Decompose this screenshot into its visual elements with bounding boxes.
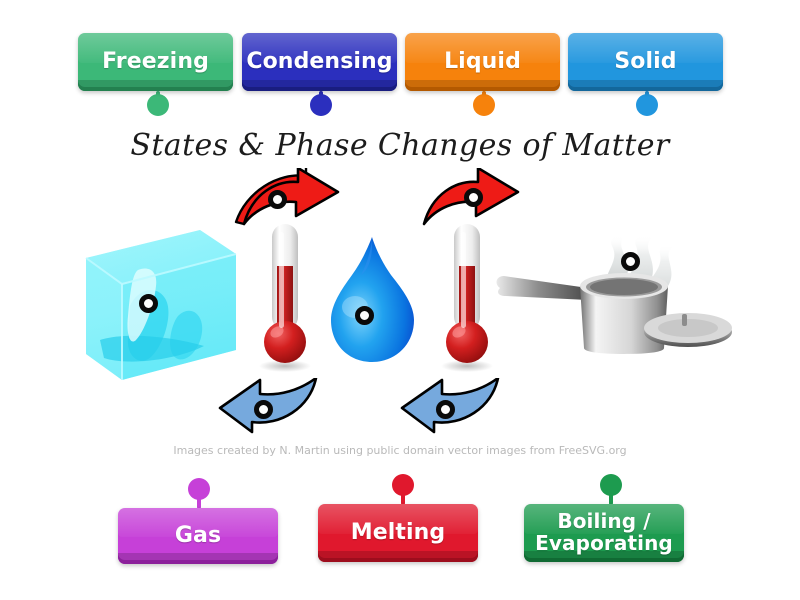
label-chip-text: Boiling /Evaporating bbox=[535, 509, 673, 555]
marker-arrow-blue-1[interactable] bbox=[254, 400, 273, 419]
steaming-pot-image[interactable] bbox=[492, 232, 732, 354]
marker-arrow-red-1[interactable] bbox=[268, 190, 287, 209]
label-chip-freezing[interactable]: Freezing bbox=[78, 33, 233, 91]
marker-water-drop[interactable] bbox=[355, 306, 374, 325]
label-chip-text: Melting bbox=[350, 520, 446, 546]
label-chip-liquid[interactable]: Liquid bbox=[405, 33, 560, 91]
thermometer-right-image[interactable] bbox=[432, 222, 502, 374]
pin-melting bbox=[392, 474, 414, 505]
pin-freezing bbox=[147, 91, 169, 116]
label-chip-condensing[interactable]: Condensing bbox=[242, 33, 397, 91]
pin-solid bbox=[636, 91, 658, 116]
pin-stem bbox=[156, 91, 160, 113]
marker-steam-pot[interactable] bbox=[621, 252, 640, 271]
pin-stem bbox=[319, 91, 323, 113]
pin-knob bbox=[147, 94, 169, 116]
label-chip-text: Liquid bbox=[444, 49, 521, 75]
marker-arrow-blue-2[interactable] bbox=[436, 400, 455, 419]
label-chip-gas[interactable]: Gas bbox=[118, 508, 278, 564]
label-chip-text: Solid bbox=[614, 49, 677, 75]
pin-stem bbox=[609, 477, 613, 505]
label-chip-text: Condensing bbox=[246, 49, 393, 75]
pin-liquid bbox=[473, 91, 495, 116]
label-chip-text: Freezing bbox=[102, 49, 209, 75]
thermometer-left-image[interactable] bbox=[250, 222, 320, 374]
ice-cube-image[interactable] bbox=[78, 228, 238, 380]
label-chip-solid[interactable]: Solid bbox=[568, 33, 723, 91]
marker-ice-cube[interactable] bbox=[139, 294, 158, 313]
pin-knob bbox=[188, 478, 210, 500]
pin-boiling-evaporating bbox=[600, 474, 622, 505]
arrow-red-left[interactable] bbox=[232, 168, 342, 230]
pin-stem bbox=[482, 91, 486, 113]
water-droplet-image[interactable] bbox=[325, 235, 420, 365]
label-chip-boiling-evaporating[interactable]: Boiling /Evaporating bbox=[524, 504, 684, 562]
marker-arrow-red-2[interactable] bbox=[464, 188, 483, 207]
pin-condensing bbox=[310, 91, 332, 116]
label-chip-melting[interactable]: Melting bbox=[318, 504, 478, 562]
pin-gas bbox=[188, 478, 210, 509]
attribution-text: Images created by N. Martin using public… bbox=[173, 444, 627, 457]
page-title: States & Phase Changes of Matter bbox=[130, 128, 670, 163]
label-chip-text: Gas bbox=[174, 523, 222, 549]
pin-stem bbox=[401, 477, 405, 505]
pin-knob bbox=[473, 94, 495, 116]
pin-knob bbox=[636, 94, 658, 116]
pin-stem bbox=[645, 91, 649, 113]
pin-knob bbox=[600, 474, 622, 496]
pin-stem bbox=[197, 481, 201, 509]
pin-knob bbox=[392, 474, 414, 496]
pin-knob bbox=[310, 94, 332, 116]
